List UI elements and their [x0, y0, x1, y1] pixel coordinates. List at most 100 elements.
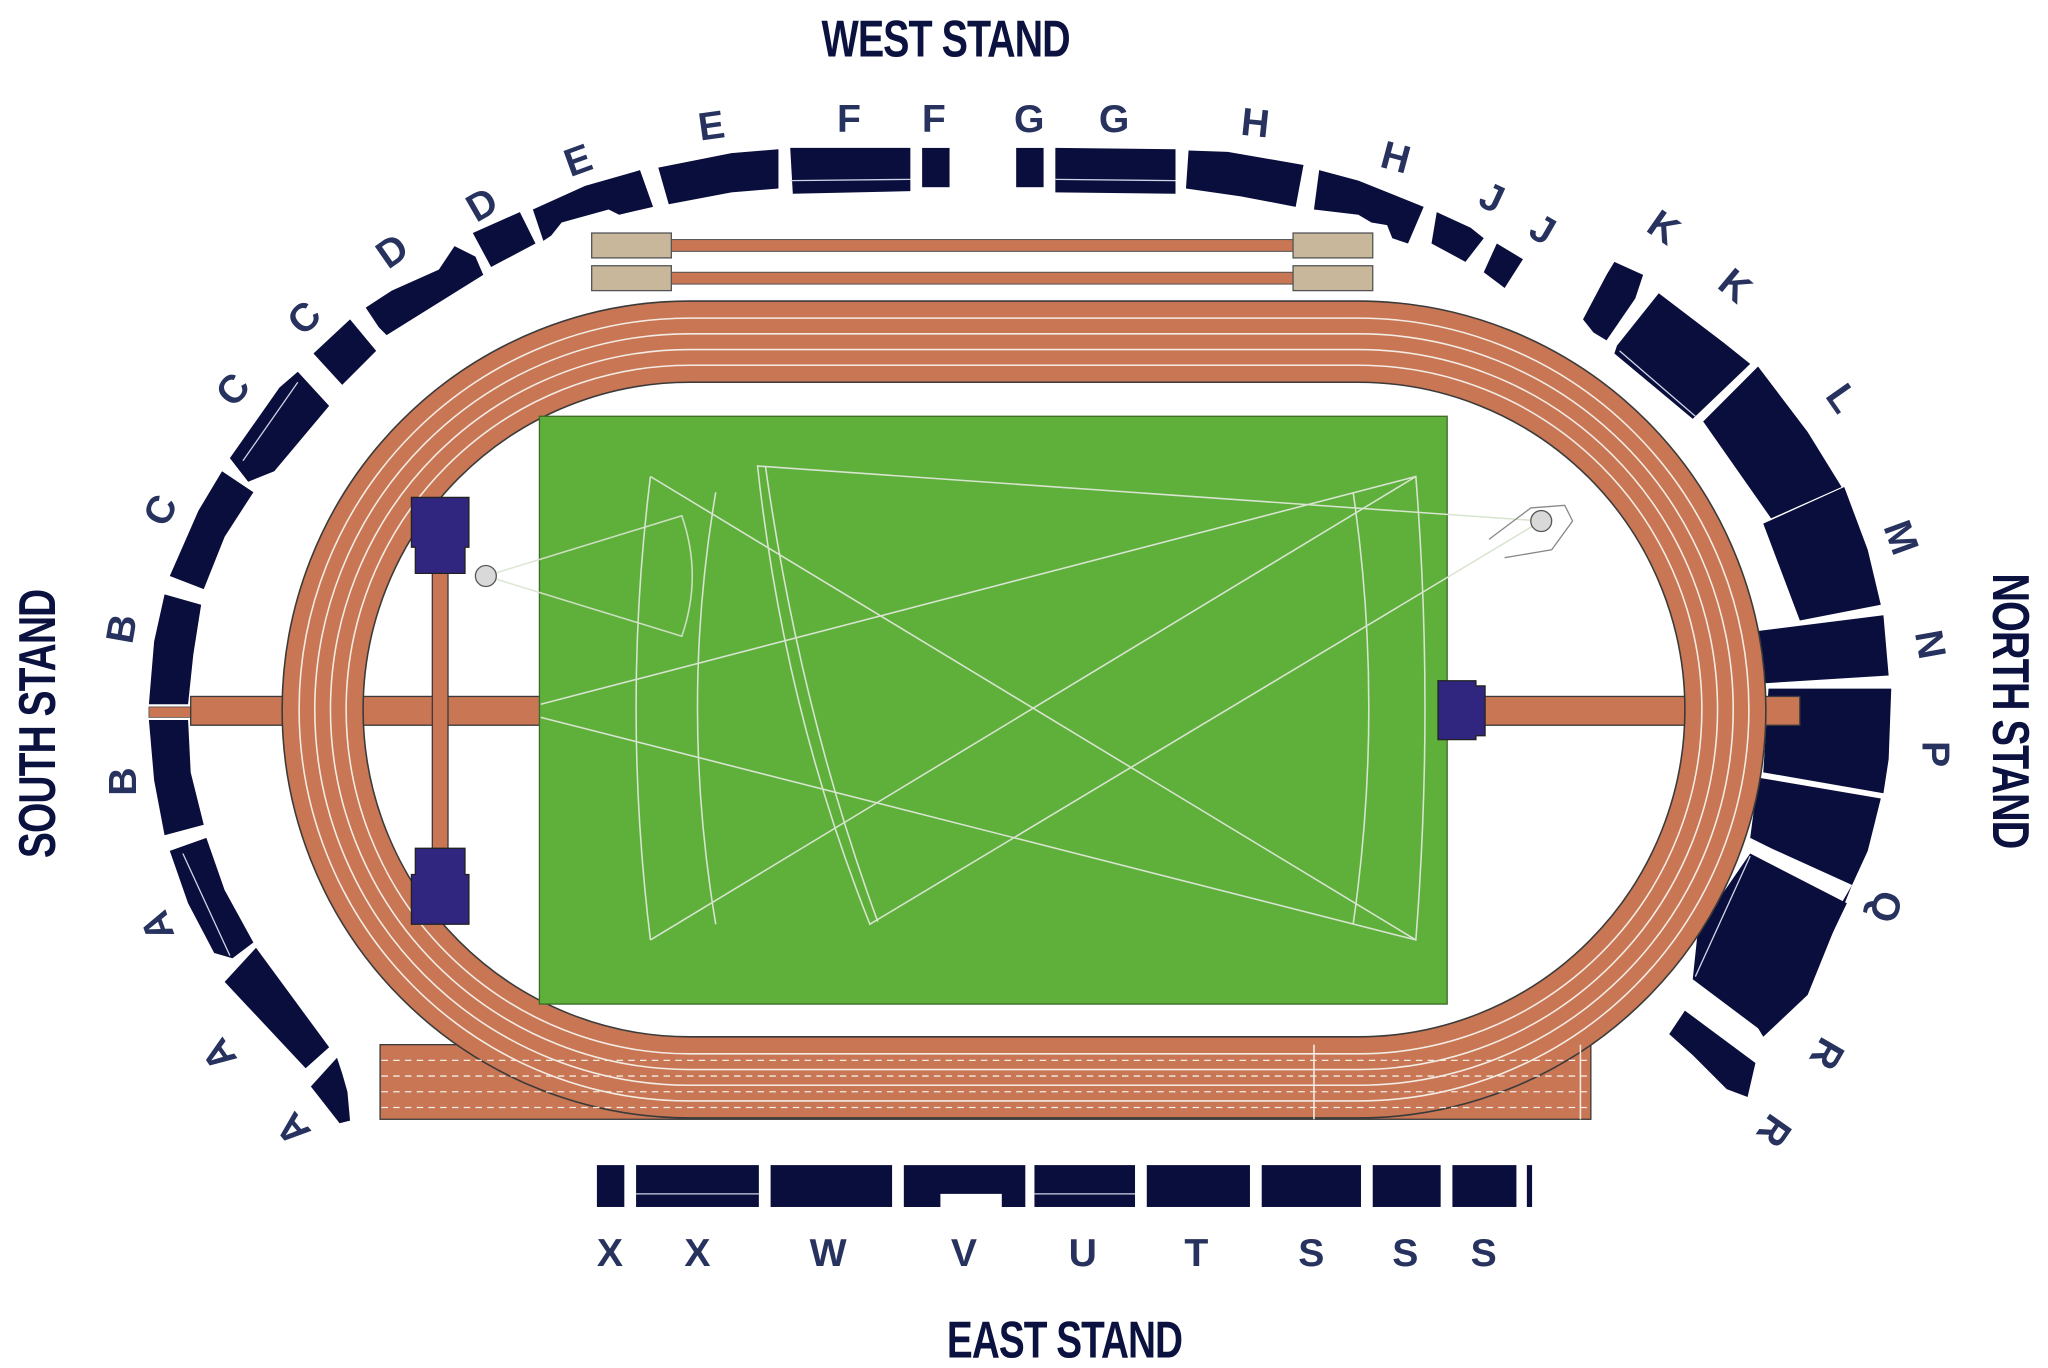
seat-block-b2[interactable]: [148, 720, 204, 836]
runway-1: [668, 239, 1297, 252]
seat-block-k2[interactable]: [1614, 293, 1751, 419]
seat-block-x2[interactable]: [636, 1165, 759, 1207]
section-label: X: [684, 1231, 710, 1275]
seat-block-d2[interactable]: [472, 212, 536, 268]
seat-block-f1[interactable]: [790, 147, 911, 194]
section-label: N: [1906, 627, 1954, 663]
jump-pit: [591, 232, 672, 259]
equipment-box-top: [410, 496, 470, 575]
section-label: X: [597, 1231, 623, 1275]
seat-block-c1[interactable]: [313, 319, 377, 385]
section-label: F: [837, 97, 861, 141]
seat-block-s4[interactable]: [1526, 1165, 1533, 1207]
seat-block-j1[interactable]: [1431, 212, 1484, 262]
running-track: [190, 300, 1801, 1120]
seat-block-s2[interactable]: [1372, 1165, 1441, 1207]
seat-block-t[interactable]: [1146, 1165, 1250, 1207]
seat-block-d1[interactable]: [365, 246, 484, 336]
seat-block-k1[interactable]: [1583, 261, 1644, 341]
seat-block-a3[interactable]: [310, 1057, 351, 1124]
hammer-cage: [1488, 504, 1574, 559]
section-label: D: [368, 225, 416, 277]
section-label: S: [1392, 1231, 1418, 1275]
hammer-circle: [1530, 509, 1553, 533]
seat-block-e1[interactable]: [532, 170, 654, 241]
section-label: T: [1184, 1231, 1208, 1275]
west-stand-title: WEST STAND: [822, 10, 1070, 68]
seat-block-x1[interactable]: [596, 1165, 625, 1207]
section-label: W: [810, 1231, 847, 1275]
section-label: U: [1069, 1231, 1097, 1275]
section-label: R: [1748, 1106, 1800, 1154]
seat-block-h1[interactable]: [1185, 150, 1304, 207]
equipment-box-right: [1437, 680, 1486, 741]
section-label: S: [1298, 1231, 1324, 1275]
seat-block-j2[interactable]: [1483, 243, 1523, 288]
straight-lane-markers: [381, 1059, 1589, 1109]
south-stand-seating: [148, 319, 377, 1124]
seat-block-l[interactable]: [1703, 366, 1842, 519]
section-label: H: [1376, 133, 1415, 183]
west-stand-seating: [365, 147, 1523, 336]
throwing-sector-lines: [483, 465, 1544, 941]
runway-2: [668, 271, 1297, 285]
section-label: J: [1522, 205, 1563, 254]
section-label: R: [1801, 1030, 1853, 1077]
seat-divider: [790, 178, 911, 182]
jump-pit: [1292, 232, 1374, 259]
seat-block-r2[interactable]: [1669, 1010, 1756, 1098]
seat-block-a2[interactable]: [224, 947, 330, 1069]
section-label: A: [132, 905, 183, 947]
seat-block-w[interactable]: [770, 1165, 893, 1207]
section-label: B: [101, 767, 145, 795]
seat-block-m[interactable]: [1763, 486, 1881, 621]
seat-block-u[interactable]: [1034, 1165, 1136, 1207]
seat-divider: [182, 853, 231, 956]
section-label: F: [922, 97, 946, 141]
pole-vault-runway: [431, 562, 449, 872]
seat-block-s1[interactable]: [1261, 1165, 1361, 1207]
east-stand-title: EAST STAND: [947, 1311, 1182, 1368]
seat-divider: [1619, 350, 1696, 417]
section-label: C: [135, 488, 187, 532]
seat-block-g1[interactable]: [1016, 147, 1044, 188]
seat-divider: [1694, 855, 1751, 977]
shot-put-circle: [474, 564, 497, 588]
north-stand-title: NORTH STAND: [1981, 573, 2039, 848]
section-label: V: [951, 1231, 977, 1275]
section-label: C: [279, 292, 330, 343]
jump-pit: [1292, 265, 1374, 292]
seat-divider: [242, 381, 299, 462]
jump-pit: [591, 265, 672, 292]
section-label: E: [695, 102, 727, 149]
jump-runways: [591, 232, 1374, 292]
seat-block-b1[interactable]: [148, 594, 202, 705]
seat-block-n[interactable]: [1758, 615, 1889, 684]
seat-block-a1[interactable]: [169, 837, 254, 959]
seat-block-c3[interactable]: [169, 471, 254, 590]
section-label: E: [558, 135, 598, 185]
seat-block-f2[interactable]: [922, 147, 950, 188]
seat-block-g2[interactable]: [1055, 147, 1176, 194]
seat-divider: [1055, 178, 1176, 182]
infield-pitch: [538, 415, 1448, 1005]
section-label: M: [1875, 515, 1927, 561]
seat-block-q[interactable]: [1750, 777, 1881, 885]
track-oval: [281, 300, 1767, 1119]
seat-block-v[interactable]: [903, 1165, 1026, 1207]
seat-block-h2[interactable]: [1313, 170, 1424, 244]
section-label: K: [1639, 201, 1687, 253]
section-label: C: [207, 365, 259, 415]
section-label: L: [1817, 376, 1867, 421]
section-label: Q: [1860, 886, 1910, 927]
section-label: P: [1914, 741, 1958, 767]
section-label: G: [1099, 97, 1129, 141]
seat-block-s3[interactable]: [1452, 1165, 1517, 1207]
seat-block-c2[interactable]: [229, 371, 330, 482]
section-label: K: [1710, 260, 1760, 312]
south-access-path: [190, 695, 544, 726]
section-label: B: [98, 611, 146, 647]
seat-block-e2[interactable]: [658, 149, 779, 205]
south-stand-title: SOUTH STAND: [9, 590, 67, 858]
east-section-labels: X X W V U T S S S: [597, 1231, 1497, 1275]
